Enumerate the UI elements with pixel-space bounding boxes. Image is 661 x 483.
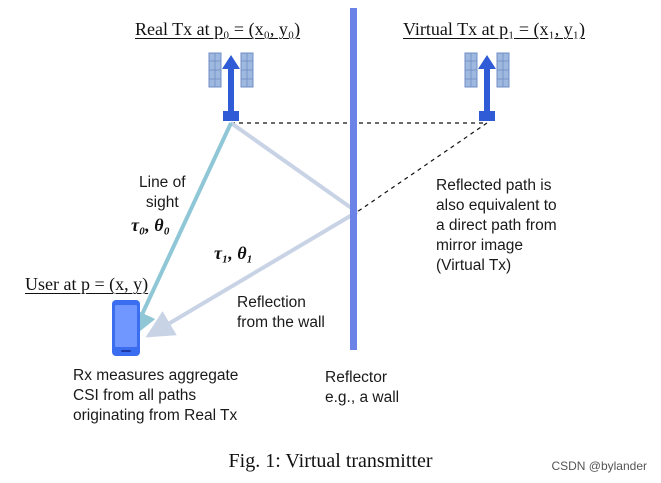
real-tx-antenna-icon [208,52,254,122]
reflected-path-incident [229,121,359,214]
line-of-sight-label: Line of sight [139,174,186,211]
los-parameters: τ₀, θ₀ [131,215,170,235]
real-tx-label: Real Tx at p₀ = (x₀, y₀) [135,19,301,39]
figure-caption: Fig. 1: Virtual transmitter [228,450,433,472]
user-phone-icon [112,300,140,356]
reflected-path-outgoing [145,210,359,338]
virtual-path-dashed-line [356,122,488,213]
virtual-tx-label: Virtual Tx at p₁ = (x₁, y₁) [403,19,586,39]
reflection-label: Reflection from the wall [237,294,325,331]
watermark: CSDN @bylander [551,459,647,473]
reflected-path-explanation: Reflected path is also equivalent to a d… [436,177,557,274]
rx-measures-label: Rx measures aggregate CSI from all paths… [73,367,239,424]
user-label: User at p = (x, y) [25,274,149,294]
reflector-wall [350,8,357,350]
reflection-parameters: τ₁, θ₁ [214,243,253,263]
reflector-label: Reflector e.g., a wall [325,369,400,406]
line-of-sight-path [129,122,233,339]
virtual-tx-antenna-icon [464,52,510,122]
